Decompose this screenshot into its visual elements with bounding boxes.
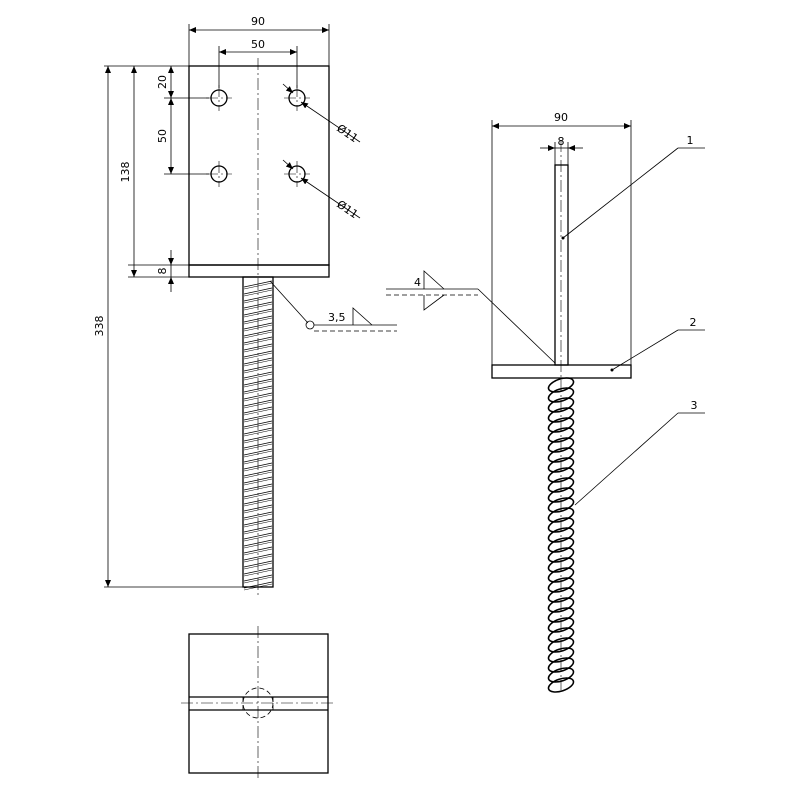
dim-side-plate-thickness: 8: [558, 135, 565, 148]
side-base-plate: [491, 364, 632, 379]
dim-hole-dia-2: Ø11: [334, 198, 360, 221]
dim-hole-spacing: 50: [251, 38, 265, 51]
weld-symbol-side: 4: [386, 270, 556, 364]
callout-2: 2: [610, 316, 705, 372]
top-base-plate: [188, 633, 329, 774]
front-rod-thread: [243, 280, 273, 591]
dim-total-height: 338: [93, 316, 106, 337]
top-view: [181, 626, 336, 780]
side-rebar: [547, 377, 575, 693]
weld-symbol-front: 3,5: [269, 280, 397, 332]
side-view: 90 8 4 1 2: [386, 111, 705, 693]
top-rod-hidden: [242, 687, 274, 719]
dim-plate-height: 138: [119, 162, 132, 183]
weld-size-side: 4: [414, 276, 421, 289]
callout-2-label: 2: [690, 316, 697, 329]
dim-hole-pitch: 50: [156, 129, 169, 143]
dim-hole-dia-1: Ø11: [334, 122, 360, 145]
callout-3: 3: [574, 399, 705, 506]
weld-size-front: 3,5: [328, 311, 346, 324]
side-upright-plate: [554, 164, 569, 366]
front-upright-plate: [188, 65, 330, 266]
dim-side-plate-width: 90: [554, 111, 568, 124]
callout-3-label: 3: [691, 399, 698, 412]
callout-1: 1: [561, 134, 705, 240]
callout-1-label: 1: [687, 134, 694, 147]
dim-base-thickness: 8: [156, 268, 169, 275]
dim-plate-width: 90: [251, 15, 265, 28]
front-holes: [206, 85, 310, 187]
dim-top-offset: 20: [156, 75, 169, 89]
front-base-plate: [188, 264, 330, 278]
front-view: 90 50 20 50 138 8 338 Ø11: [93, 15, 397, 595]
